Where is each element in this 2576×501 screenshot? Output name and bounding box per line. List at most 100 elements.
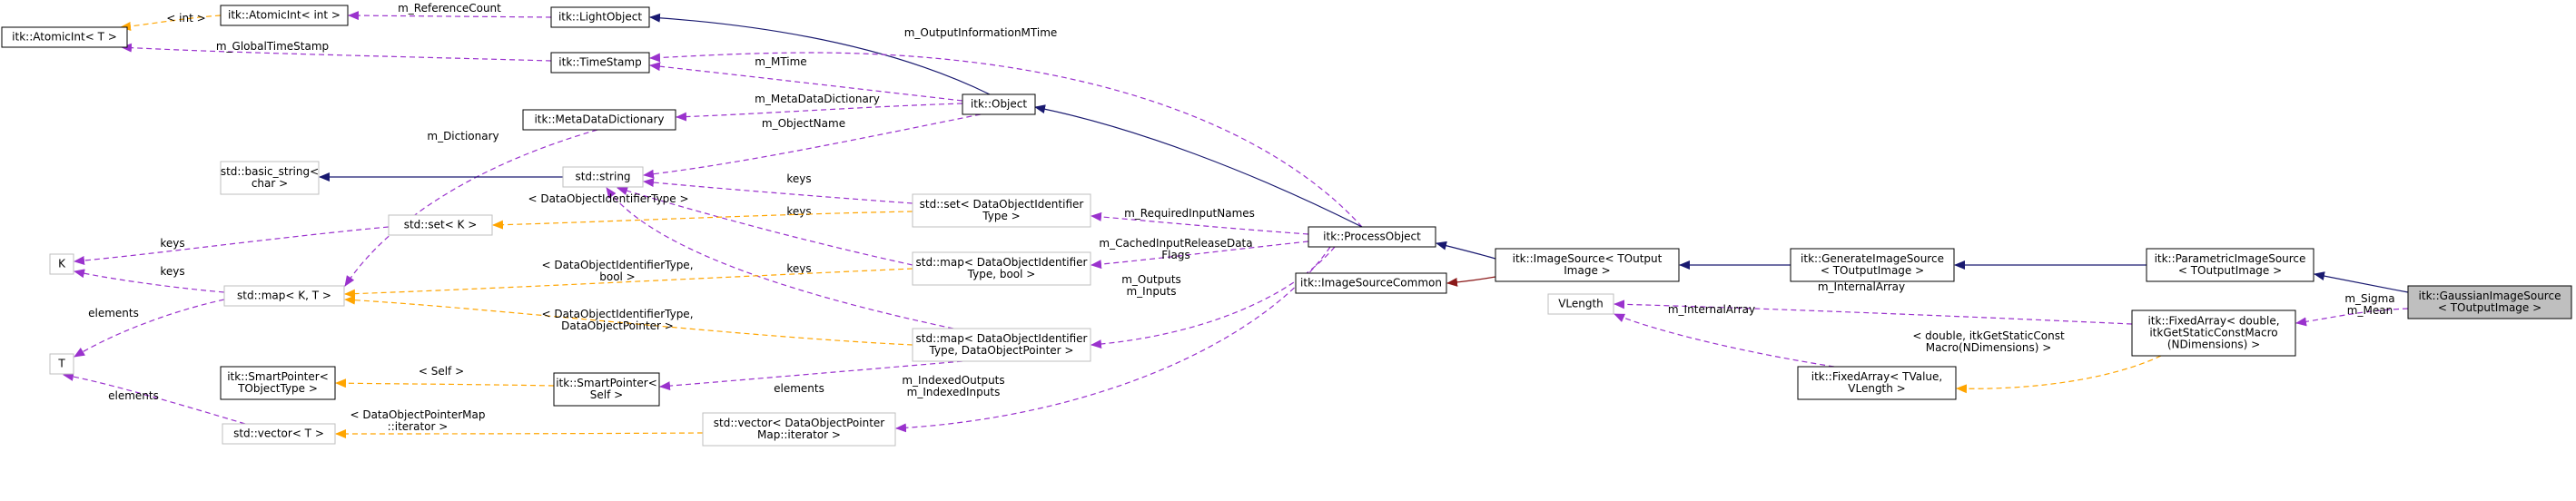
edge-line	[492, 211, 913, 230]
edge-line	[2314, 271, 2409, 293]
node-label: Type, DataObjectPointer >	[929, 344, 1074, 357]
edge-line	[335, 378, 555, 388]
edge-label: ::iterator >	[388, 420, 449, 433]
node-label: itkGetStaticConstMacro	[2149, 327, 2277, 339]
node-box	[702, 412, 896, 447]
edge-tmpl-smartptr: < Self >	[335, 365, 555, 388]
node-label: itk::MetaDataDictionary	[534, 113, 664, 126]
node-label: itk::FixedArray< TValue,	[1811, 370, 1942, 383]
node-label: Map::iterator >	[757, 428, 841, 441]
class-node-set-doit[interactable]: std::set< DataObjectIdentifierType >	[912, 193, 1091, 228]
edge-line	[643, 113, 982, 179]
edge-line	[649, 62, 963, 102]
edge-label: m_IndexedInputs	[907, 386, 1001, 398]
edge-line	[606, 187, 954, 329]
node-label: TObjectType >	[237, 382, 318, 395]
edge-metadatadict: m_MetaDataDictionary	[676, 93, 963, 122]
edge-label: keys	[786, 205, 811, 218]
edge-tmpl-map-bool: < DataObjectIdentifierType,bool >	[344, 259, 913, 299]
node-label: std::map< K, T >	[237, 290, 331, 302]
node-label: itk::FixedArray< double,	[2147, 315, 2279, 328]
edge-label: m_Sigma	[2344, 292, 2394, 305]
edge-line	[335, 428, 704, 438]
node-label: std::set< K >	[404, 219, 478, 231]
node-label: T	[57, 358, 65, 370]
class-node-timestamp[interactable]: itk::TimeStamp	[550, 52, 650, 74]
edge-objectname: m_ObjectName	[643, 113, 982, 179]
class-node-lightobject[interactable]: itk::LightObject	[550, 6, 650, 28]
class-node-vlength[interactable]: VLength	[1547, 293, 1614, 315]
edge-label: m_Dictionary	[427, 130, 498, 142]
node-label: itk::GenerateImageSource	[1801, 252, 1944, 265]
class-node-vector-doptr[interactable]: std::vector< DataObjectPointerMap::itera…	[702, 412, 896, 447]
edge-line	[1034, 104, 1363, 228]
class-node-smartptr-t[interactable]: itk::SmartPointer<TObjectType >	[220, 366, 336, 400]
edge-imagesource-common	[1446, 276, 1496, 287]
class-node-vector-t[interactable]: std::vector< T >	[222, 423, 336, 445]
class-node-T[interactable]: T	[49, 353, 74, 375]
edge-tmpl-vector: < DataObjectPointerMap::iterator >	[335, 408, 704, 438]
node-box	[912, 328, 1091, 362]
edge-line	[895, 246, 1331, 433]
class-node-generateimagesource[interactable]: itk::GenerateImageSource< TOutputImage >	[1790, 248, 1955, 282]
class-node-set-k[interactable]: std::set< K >	[388, 214, 493, 236]
class-node-fixedarray-double[interactable]: itk::FixedArray< double,itkGetStaticCons…	[2131, 309, 2296, 357]
node-box	[223, 285, 345, 307]
node-label: Type >	[982, 210, 1020, 222]
edge-label: m_MTime	[755, 55, 806, 68]
edge-line	[617, 186, 913, 266]
node-box	[49, 353, 74, 375]
node-box	[220, 5, 349, 26]
node-label: std::basic_string<	[221, 165, 319, 178]
class-node-basic-string[interactable]: std::basic_string<char >	[220, 161, 320, 195]
class-node-atomic-int[interactable]: itk::AtomicInt< int >	[220, 5, 349, 26]
class-node-metadatadict[interactable]: itk::MetaDataDictionary	[522, 109, 676, 131]
class-node-gaussianimagesource[interactable]: itk::GaussianImageSource< TOutputImage >	[2407, 285, 2572, 319]
edge-label: m_RequiredInputNames	[1124, 207, 1255, 220]
edge-label: m_Mean	[2347, 304, 2393, 317]
node-box	[388, 214, 493, 236]
class-node-parametricimagesource[interactable]: itk::ParametricImageSource< TOutputImage…	[2146, 248, 2314, 282]
class-node-imagesource[interactable]: itk::ImageSource< TOutputImage >	[1495, 248, 1680, 282]
node-label: VLength >	[1848, 382, 1905, 395]
class-node-K[interactable]: K	[49, 253, 74, 275]
class-node-fixedarray-tvalue[interactable]: itk::FixedArray< TValue,VLength >	[1797, 366, 1957, 400]
edge-tmpl-map-ptr: < DataObjectIdentifierType,DataObjectPoi…	[344, 295, 913, 346]
class-node-atomic-t[interactable]: itk::AtomicInt< T >	[1, 26, 128, 48]
edge-line	[344, 129, 598, 287]
edge-label: < Self >	[419, 365, 464, 378]
class-node-map-doit-ptr[interactable]: std::map< DataObjectIdentifierType, Data…	[912, 328, 1091, 362]
edge-label: elements	[774, 382, 824, 395]
class-node-map-kt[interactable]: std::map< K, T >	[223, 285, 345, 307]
class-node-imagesourcecommon[interactable]: itk::ImageSourceCommon	[1295, 272, 1447, 294]
edge-elements-vector-t: elements	[63, 371, 246, 425]
edge-line	[1436, 241, 1496, 260]
edge-line	[344, 295, 913, 346]
edge-keys-set-k: keys	[74, 226, 390, 265]
class-node-object[interactable]: itk::Object	[962, 93, 1036, 115]
node-box	[1790, 248, 1955, 282]
edge-line	[643, 178, 913, 204]
node-label: itk::ImageSource< TOutput	[1513, 252, 1663, 265]
node-label: K	[58, 258, 66, 270]
node-box	[220, 161, 320, 195]
node-label: char >	[252, 177, 288, 190]
edge-label: elements	[108, 389, 159, 402]
edge-line	[1091, 241, 1309, 270]
node-label: std::map< DataObjectIdentifier	[916, 256, 1088, 269]
edge-dictionary: m_Dictionary	[344, 129, 598, 287]
edge-line	[2295, 308, 2409, 327]
edge-tmpl-fixedarray: < double, itkGetStaticConstMacro(NDimens…	[1912, 329, 2162, 394]
class-node-smartptr-self[interactable]: itk::SmartPointer<Self >	[553, 372, 660, 407]
class-node-map-doit-bool[interactable]: std::map< DataObjectIdentifierType, bool…	[912, 251, 1091, 286]
edge-elements-smartptr: elements	[659, 360, 963, 395]
node-box	[912, 251, 1091, 286]
edge-line	[121, 43, 552, 62]
class-node-std-string[interactable]: std::string	[562, 166, 644, 188]
edge-imagesource-processobject	[1436, 241, 1496, 260]
edge-line	[1091, 211, 1309, 235]
edge-label: m_ObjectName	[762, 117, 845, 130]
class-node-processobject[interactable]: itk::ProcessObject	[1308, 226, 1436, 248]
